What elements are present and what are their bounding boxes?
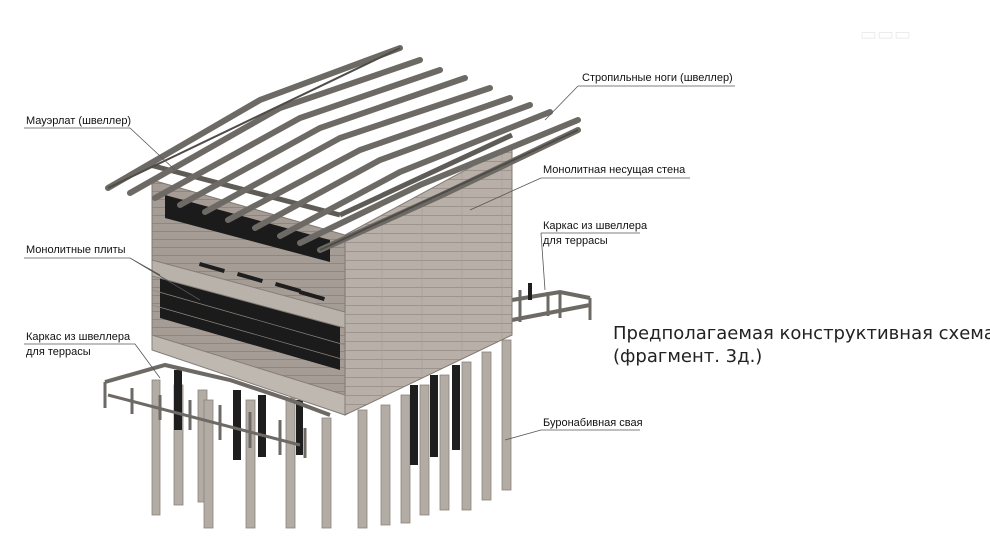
rafters-label: Стропильные ноги (швеллер) <box>582 72 733 84</box>
caption-line1: Предполагаемая конструктивная схема <box>613 323 990 344</box>
mauerlat-label: Мауэрлат (швеллер) <box>26 115 132 127</box>
frame-right-label-line2: для террасы <box>543 235 608 247</box>
frame-left-label-line2: для террасы <box>26 346 91 358</box>
slabs-label: Монолитные плиты <box>26 244 126 256</box>
wall-label: Монолитная несущая стена <box>543 164 686 176</box>
caption-line2: (фрагмент. 3д.) <box>613 346 763 367</box>
left-terrace-frame <box>103 362 331 458</box>
leader-lines <box>24 85 735 441</box>
piles <box>151 339 512 529</box>
caption: Предполагаемая конструктивная схема (фра… <box>613 322 990 368</box>
pile-label: Буронабивная свая <box>543 417 643 429</box>
frame-right-label-line1: Каркас из швеллера <box>543 220 648 232</box>
frame-left-label-line1: Каркас из швеллера <box>26 331 131 343</box>
right-terrace-frame <box>511 283 592 322</box>
svg-text:▭▭▭: ▭▭▭ <box>860 24 911 44</box>
